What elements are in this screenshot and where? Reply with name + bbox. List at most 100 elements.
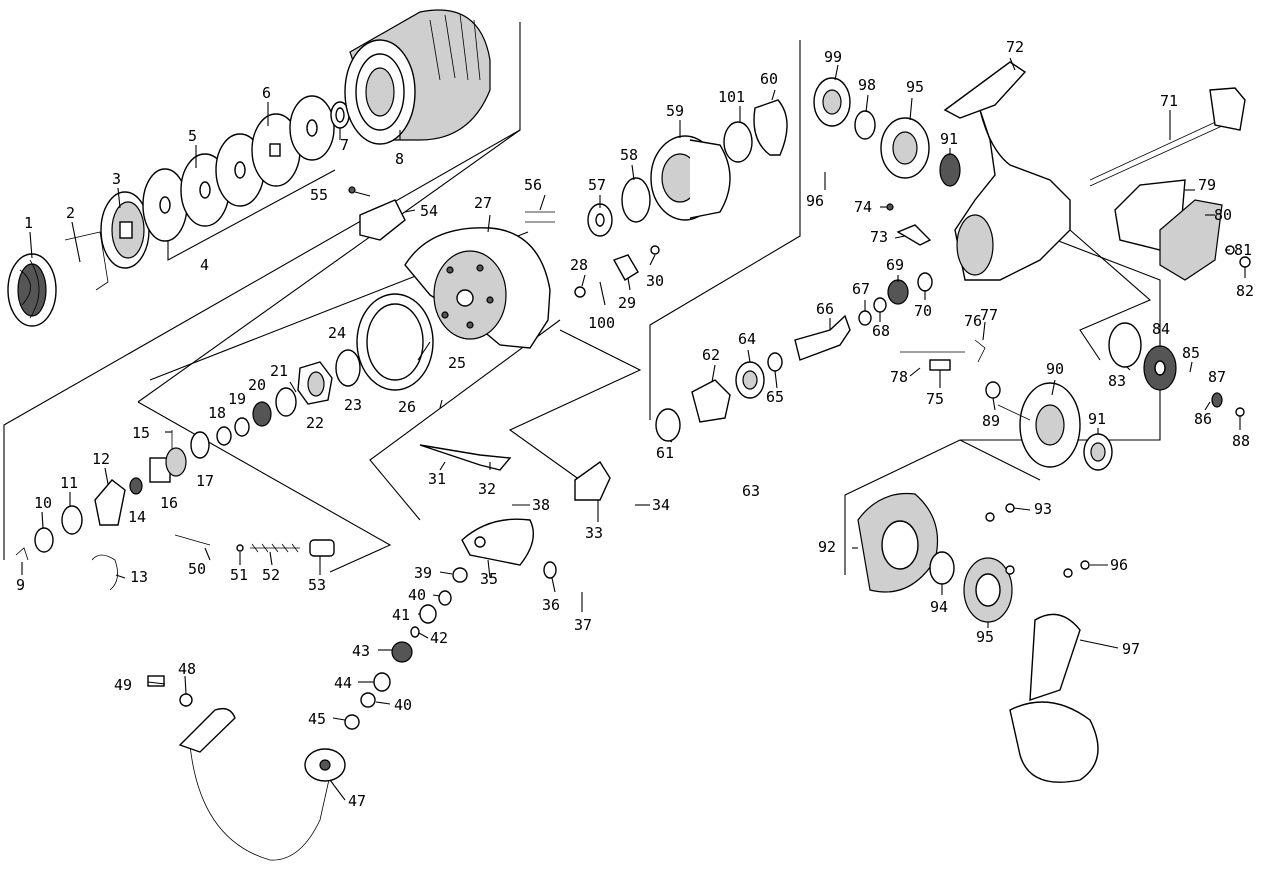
part-clip: [64, 231, 109, 291]
callout-12: 12: [92, 450, 110, 468]
part-pinion: [149, 430, 210, 483]
callout-20: 20: [248, 376, 266, 394]
callout-7: 7: [340, 136, 349, 154]
callout-96-upper: 96: [806, 192, 824, 210]
part-bail-wire: [178, 707, 346, 861]
callout-51: 51: [230, 566, 248, 584]
part-spool: [344, 9, 491, 145]
callout-33: 33: [585, 524, 603, 542]
callout-63: 63: [742, 482, 760, 500]
part-body-cover: [404, 227, 551, 349]
callout-58: 58: [620, 146, 638, 164]
callout-69: 69: [886, 256, 904, 274]
callout-31: 31: [428, 470, 446, 488]
callout-90: 90: [1046, 360, 1064, 378]
callout-62: 62: [702, 346, 720, 364]
callout-54: 54: [420, 202, 438, 220]
callout-50: 50: [188, 560, 206, 578]
callout-29: 29: [618, 294, 636, 312]
callout-57: 57: [588, 176, 606, 194]
part-oscillation-gear: [1108, 322, 1245, 417]
part-reel-body: [943, 61, 1071, 281]
callout-41: 41: [392, 606, 410, 624]
callout-4: 4: [200, 256, 209, 274]
callout-73: 73: [870, 228, 888, 246]
callout-83: 83: [1108, 372, 1126, 390]
callout-59: 59: [666, 102, 684, 120]
part-screws-56: [525, 211, 555, 223]
part-collar: [723, 99, 788, 163]
callout-75: 75: [926, 390, 944, 408]
callout-5: 5: [188, 127, 197, 145]
callout-28: 28: [570, 256, 588, 274]
callout-32: 32: [478, 480, 496, 498]
callout-86: 86: [1194, 410, 1212, 428]
callout-66: 66: [816, 300, 834, 318]
callout-10: 10: [34, 494, 52, 512]
callout-95-upper: 95: [906, 78, 924, 96]
part-handle-cap: [929, 551, 1013, 623]
callout-101: 101: [718, 88, 745, 106]
callout-99: 99: [824, 48, 842, 66]
part-drag-knob: [7, 253, 57, 327]
part-knob-ring: [100, 191, 150, 269]
part-oscillation-pin: [900, 339, 986, 371]
callout-68: 68: [872, 322, 890, 340]
part-bearing-stack: [216, 387, 297, 446]
callout-11: 11: [60, 474, 78, 492]
part-anti-reverse: [574, 245, 660, 298]
callout-42: 42: [430, 629, 448, 647]
callout-24: 24: [328, 324, 346, 342]
part-rotor-ring: [356, 293, 434, 391]
callout-64: 64: [738, 330, 756, 348]
part-rotor-washer: [587, 203, 613, 237]
callout-23: 23: [344, 396, 362, 414]
callout-81: 81: [1234, 241, 1252, 259]
callout-49: 49: [114, 676, 132, 694]
part-o-ring: [335, 349, 361, 387]
callout-55: 55: [310, 186, 328, 204]
callout-26: 26: [398, 398, 416, 416]
callout-77: 77: [980, 306, 998, 324]
callout-39: 39: [414, 564, 432, 582]
part-seal-ring: [621, 177, 651, 223]
callout-80: 80: [1214, 206, 1232, 224]
part-main-shaft: [1089, 87, 1246, 187]
part-bail-holder: [348, 186, 406, 241]
part-side-cover-top: [880, 117, 961, 187]
callout-71: 71: [1160, 92, 1178, 110]
callout-43: 43: [352, 642, 370, 660]
callout-47: 47: [348, 792, 366, 810]
callout-40-upper: 40: [408, 586, 426, 604]
callout-87: 87: [1208, 368, 1226, 386]
callout-94: 94: [930, 598, 948, 616]
callout-9: 9: [16, 576, 25, 594]
callout-65: 65: [766, 388, 784, 406]
callout-96-right: 96: [1110, 556, 1128, 574]
callout-76: 76: [964, 312, 982, 330]
callout-53: 53: [308, 576, 326, 594]
part-rotor-housing: [650, 135, 731, 221]
callout-35: 35: [480, 570, 498, 588]
part-pinion-gear: [794, 314, 851, 361]
callout-21: 21: [270, 362, 288, 380]
part-bearing-99: [813, 77, 876, 140]
part-bearing-69: [858, 272, 933, 326]
callout-60: 60: [760, 70, 778, 88]
callout-48: 48: [178, 660, 196, 678]
callout-30: 30: [646, 272, 664, 290]
callout-8: 8: [395, 150, 404, 168]
callout-36: 36: [542, 596, 560, 614]
part-small-clip: [15, 547, 29, 561]
part-front-bearing: [655, 352, 783, 442]
callout-93: 93: [1034, 500, 1052, 518]
part-rear-cover: [1114, 179, 1251, 281]
callout-37: 37: [574, 616, 592, 634]
callout-70: 70: [914, 302, 932, 320]
callout-44: 44: [334, 674, 352, 692]
part-screws-93: [985, 503, 1090, 578]
callout-67: 67: [852, 280, 870, 298]
callout-100: 100: [588, 314, 615, 332]
part-arm-lever: [419, 444, 611, 501]
